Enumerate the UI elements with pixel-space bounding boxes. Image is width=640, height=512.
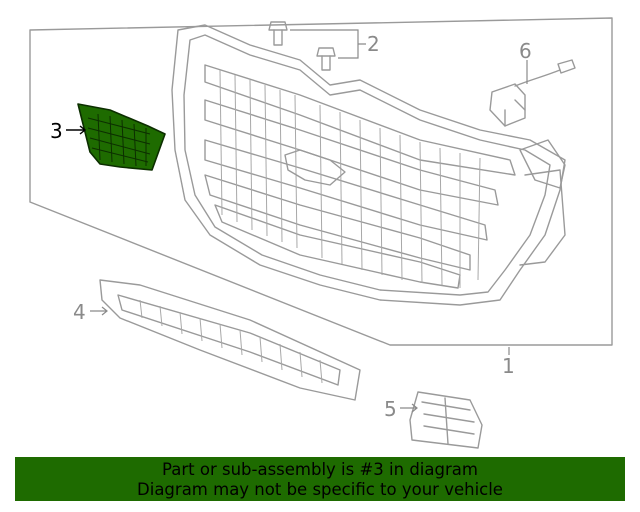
parts-diagram: 3 2 6 4 5 1	[29, 17, 613, 449]
callout-2: 2	[367, 32, 380, 56]
callout-4: 4	[73, 300, 86, 324]
callout-3-leader	[66, 125, 87, 135]
callout-2-leader	[290, 29, 366, 59]
info-banner: Part or sub-assembly is #3 in diagram Di…	[15, 457, 625, 501]
assembly-outline	[29, 17, 613, 346]
callout-4-leader	[90, 306, 108, 316]
sensor-harness	[489, 59, 576, 127]
main-grille	[171, 24, 566, 306]
callout-1: 1	[502, 354, 515, 378]
banner-line-2: Diagram may not be specific to your vehi…	[137, 480, 503, 499]
emblem-part-3	[77, 103, 166, 171]
banner-line-1: Part or sub-assembly is #3 in diagram	[162, 460, 478, 479]
bolt-upper	[268, 21, 288, 46]
callout-3: 3	[50, 119, 63, 143]
lower-insert	[409, 391, 483, 449]
lower-grille	[99, 279, 361, 401]
callout-5: 5	[384, 397, 397, 421]
callout-6: 6	[519, 39, 532, 63]
callout-5-leader	[400, 403, 418, 413]
bolt-lower	[316, 47, 336, 71]
